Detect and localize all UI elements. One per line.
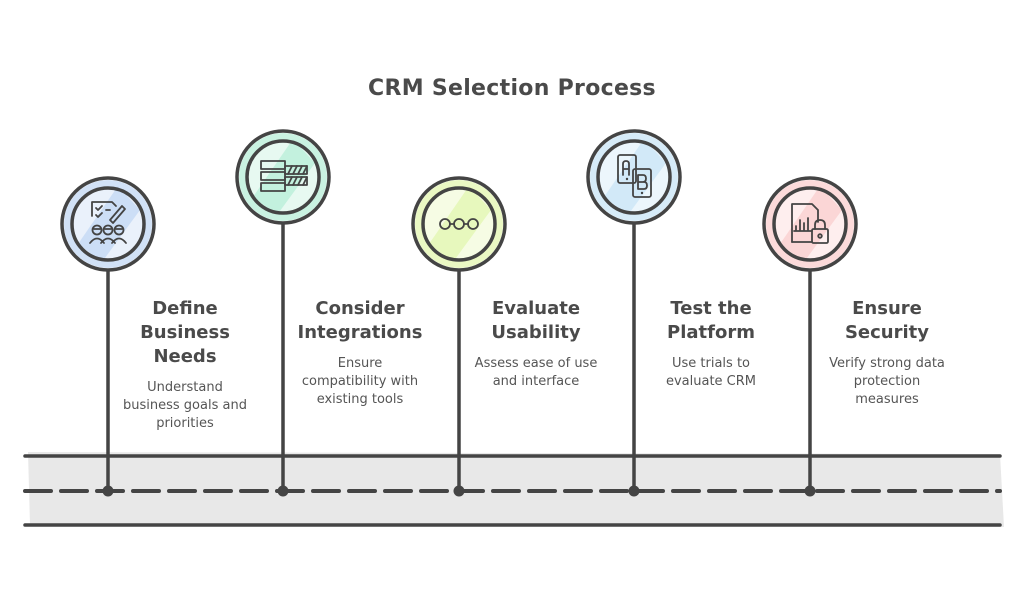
step-title-line: Security [844,322,930,343]
accent-fill [590,133,678,221]
step-description: Use trials to evaluate CRM [636,355,786,391]
step-description-line: Understand [147,380,223,395]
step-description-line: business goals and [123,398,247,413]
secure-document-icon [791,203,829,244]
road [23,452,1004,527]
step-description-line: existing tools [316,392,404,407]
step-description: Assess ease of use and interface [461,355,611,391]
inner-ring [772,186,848,262]
outer-ring [411,176,507,272]
accent-fill [64,180,152,268]
inner-ring [421,186,497,262]
accent-fill [766,180,854,268]
inner-ring [70,186,146,262]
checklist-team-icon [89,201,127,244]
road-node [804,485,816,497]
stacked-blocks-icon [260,160,308,192]
step-description-line: Ensure [337,356,383,371]
road-node [277,485,289,497]
step-description-line: protection [853,374,921,389]
step-marker [235,129,331,497]
step-description-line: measures [855,392,919,407]
step-title-line: Platform [667,322,755,343]
connected-nodes-icon [439,218,479,230]
step-marker [586,129,682,497]
road-node [453,485,465,497]
step-description: Ensure compatibility with existing tools [285,355,435,409]
outer-ring [586,129,682,225]
step-title-line: Ensure [852,298,922,319]
step-description-line: Assess ease of use [474,356,598,371]
ab-test-phones-icon [617,154,652,198]
outer-ring [60,176,156,272]
step-title-line: Test the [670,298,752,319]
step-description: Verify strong data protection measures [812,355,962,409]
outer-ring [235,129,331,225]
step-description-line: evaluate CRM [665,374,757,389]
road-node [102,485,114,497]
step-description-line: compatibility with [301,374,419,389]
road-node [628,485,640,497]
accent-fill [239,133,327,221]
diagram-title: CRM Selection Process [368,76,656,101]
accent-fill [415,180,503,268]
step-description: Understand business goals and priorities [110,379,260,433]
step-title-line: Define [152,298,218,319]
step-marker [60,176,156,497]
step-description-line: Use trials to [671,356,750,371]
step-marker [762,176,858,497]
step-marker [411,176,507,497]
step-title-line: Consider [315,298,405,319]
step-description-line: and interface [492,374,580,389]
step-title-line: Business [140,322,230,343]
step-description-line: Verify strong data [829,356,945,371]
step-title-line: Evaluate [491,298,581,319]
step-description-line: priorities [156,416,214,431]
step-title-line: Integrations [297,322,423,343]
step-title-line: Needs [153,346,217,367]
outer-ring [762,176,858,272]
inner-ring [596,139,672,215]
step-title-line: Usability [491,322,581,343]
steps-layer [60,129,858,497]
inner-ring [245,139,321,215]
